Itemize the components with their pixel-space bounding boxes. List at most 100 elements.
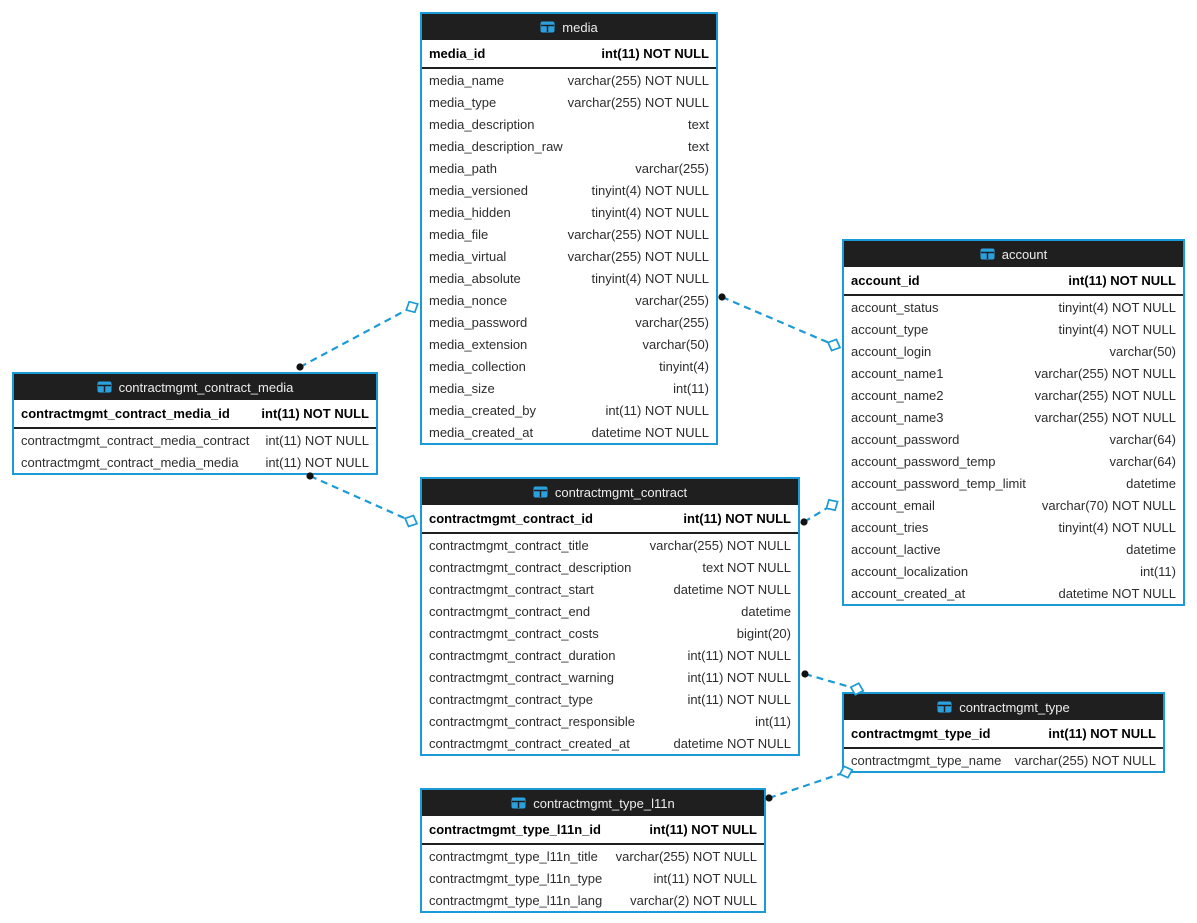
relationship-dot xyxy=(800,518,808,526)
column-type: text xyxy=(688,138,709,154)
relationship-line-media-to-account[interactable] xyxy=(721,295,835,347)
column-type: int(11) xyxy=(673,380,709,396)
relationship-line-contractmgmt_contract-to-account[interactable] xyxy=(803,504,833,523)
column-type: int(11) NOT NULL xyxy=(683,511,791,526)
relationship-line-contractmgmt_type_l11n-to-contractmgmt_type[interactable] xyxy=(768,770,847,800)
column-type: int(11) NOT NULL xyxy=(265,432,369,448)
column-name: account_id xyxy=(851,273,920,288)
table-header[interactable]: media xyxy=(422,14,716,40)
table-icon xyxy=(533,486,548,498)
table-header[interactable]: contractmgmt_contract xyxy=(422,479,798,505)
column-type: varchar(2) NOT NULL xyxy=(630,892,757,908)
column-type: varchar(64) xyxy=(1109,431,1176,447)
table-icon xyxy=(937,701,952,713)
column-name: media_created_by xyxy=(429,402,536,418)
table-header[interactable]: contractmgmt_type xyxy=(844,694,1163,720)
column-name: account_email xyxy=(851,497,935,513)
table-row[interactable]: account_name2 varchar(255) NOT NULL xyxy=(844,384,1183,406)
column-name: contractmgmt_contract_warning xyxy=(429,669,614,685)
column-name: contractmgmt_contract_title xyxy=(429,537,589,553)
relationship-line-contractmgmt_contract_media-to-media[interactable] xyxy=(299,306,413,368)
relationship-line-contractmgmt_contract-to-contractmgmt_type[interactable] xyxy=(804,672,858,691)
primary-key-separator xyxy=(422,843,764,845)
column-name: account_status xyxy=(851,299,939,315)
column-type: varchar(255) xyxy=(635,160,709,176)
column-type: int(11) NOT NULL xyxy=(687,691,791,707)
table-header[interactable]: contractmgmt_type_l11n xyxy=(422,790,764,816)
column-name: account_password_temp xyxy=(851,453,996,469)
relationship-dot xyxy=(718,293,726,301)
table-header[interactable]: contractmgmt_contract_media xyxy=(14,374,376,400)
column-name: contractmgmt_contract_start xyxy=(429,581,594,597)
column-name: media_absolute xyxy=(429,270,521,286)
column-type: int(11) NOT NULL xyxy=(261,406,369,421)
column-type: varchar(255) NOT NULL xyxy=(1034,409,1176,425)
column-name: media_versioned xyxy=(429,182,529,198)
column-name: contractmgmt_contract_responsible xyxy=(429,713,635,729)
relationship-line-contractmgmt_contract_media-to-contractmgmt_contract[interactable] xyxy=(309,474,412,523)
column-name: account_name2 xyxy=(851,387,944,403)
table-header[interactable]: account xyxy=(844,241,1183,267)
column-type: varchar(255) NOT NULL xyxy=(1034,387,1176,403)
